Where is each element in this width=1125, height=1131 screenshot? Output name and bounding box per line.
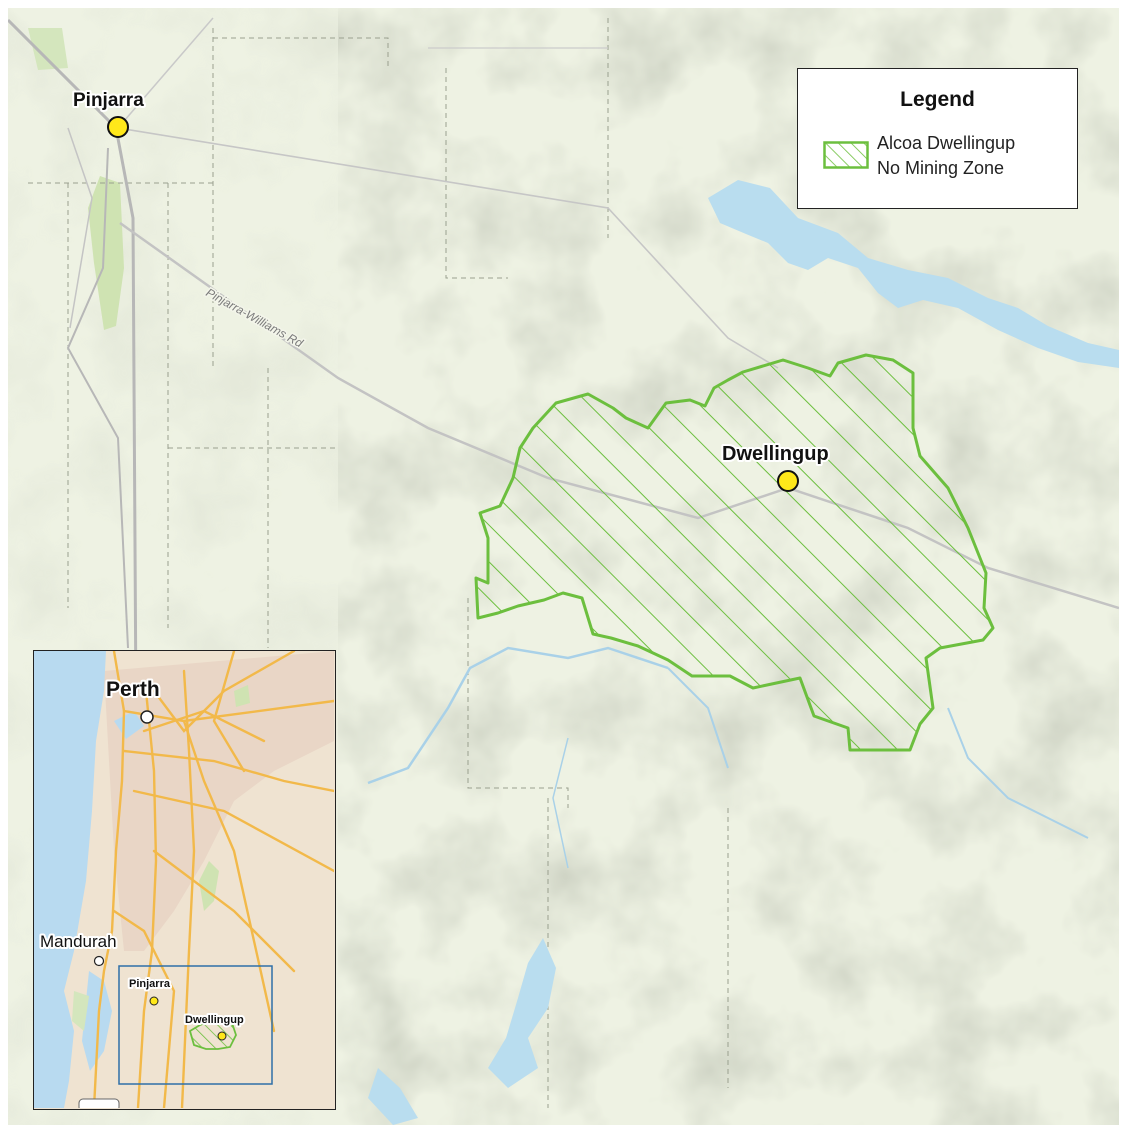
legend-item-no-mining-zone: Alcoa Dwellingup No Mining Zone [877,131,1015,181]
inset-pinjarra-marker [149,996,159,1006]
inset-mandurah-label: Mandurah [40,932,117,951]
inset-peel-inlet [82,971,112,1071]
murray-river [367,646,669,785]
lake-water [488,938,556,1088]
no-mining-zone-swatch [823,141,869,169]
inset-ocean [34,651,106,1108]
creek [552,737,569,869]
inset-swan-river [114,711,144,739]
inset-pinjarra-label: Pinjarra [129,978,171,990]
river-branch [667,667,729,769]
legend-item-line2: No Mining Zone [877,158,1005,178]
pinjarra-label: Pinjarra [73,90,144,111]
legend-item-line1: Alcoa Dwellingup [877,133,1016,153]
inset-dwellingup-marker [217,1031,227,1041]
inset-perth-label: Perth [106,678,160,701]
dwellingup-marker[interactable] [777,470,799,492]
water-features [367,180,1119,1125]
inset-extent-box [118,965,273,1085]
inset-no-mining-zone [188,1016,237,1050]
inset-park [234,685,250,707]
dam-water [708,180,1119,368]
place-dwellingup[interactable]: Dwellingup [720,441,831,492]
legend-title: Legend [900,88,975,111]
alcoa-no-mining-zone[interactable] [474,353,995,752]
pinjarra-marker[interactable] [107,116,129,138]
place-pinjarra[interactable]: Pinjarra [71,88,146,138]
river-east [947,707,1089,839]
inset-forest [199,861,219,911]
inset-mandurah-marker [93,955,105,967]
inset-map-svg: Perth Mandurah Pinjarra Dwellingup [34,651,334,1108]
inset-scale-tab [78,1098,120,1108]
legend-panel: Legend Alcoa Dwellingup No Mining Zone [797,68,1078,209]
state-forest-patch [88,176,124,330]
inset-dwellingup-label: Dwellingup [185,1014,244,1026]
dwellingup-label: Dwellingup [722,443,829,465]
inset-reserve [72,991,89,1031]
inset-perth-marker [140,710,154,724]
inset-locator-map[interactable]: Perth Mandurah Pinjarra Dwellingup [33,650,336,1110]
reserve-patch [28,28,68,70]
lake-water-south [368,1068,418,1125]
